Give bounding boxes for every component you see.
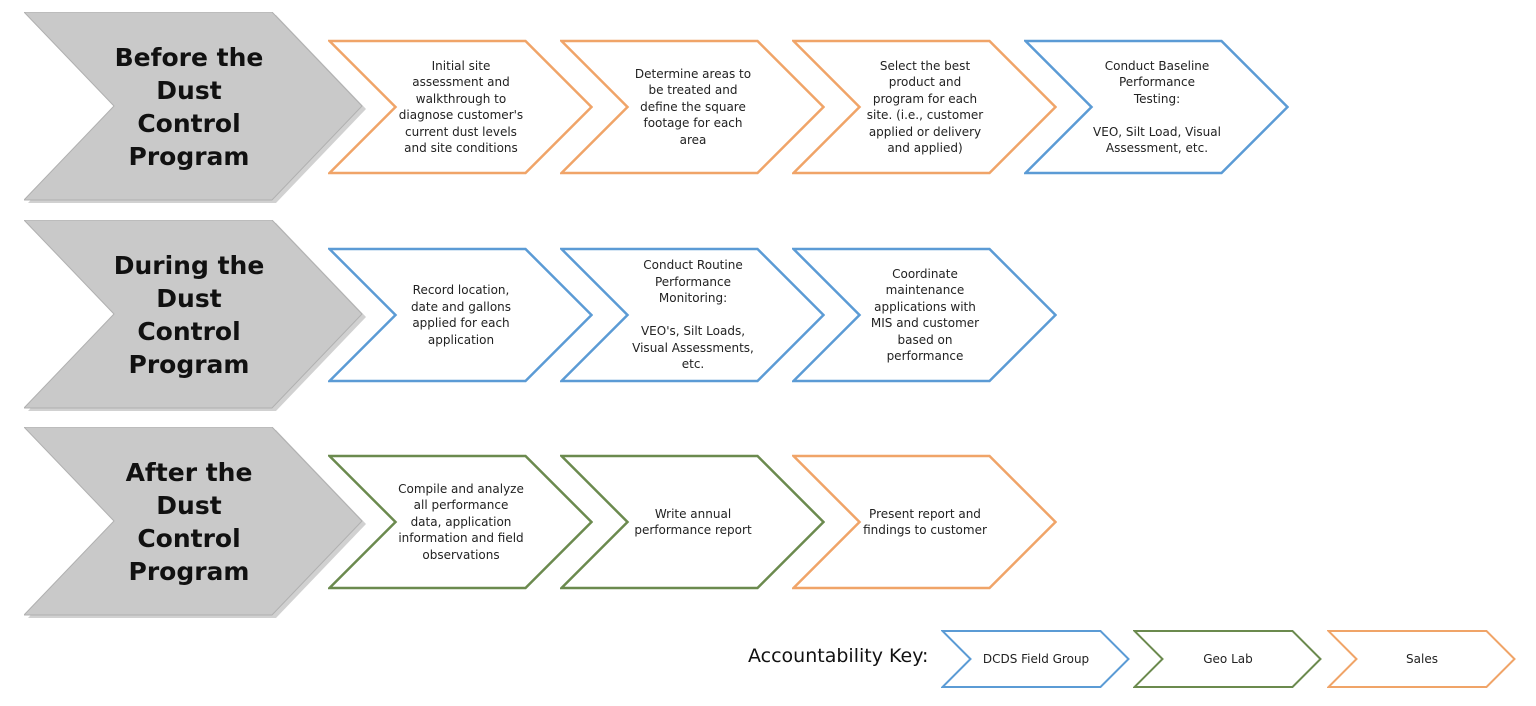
- phase-chevron-shape: [24, 220, 366, 411]
- key-chevron-shape: [1133, 630, 1322, 688]
- step-text: Present report and findings to customer: [863, 506, 987, 538]
- key-chevron-shape: [941, 630, 1130, 688]
- step-chevron-shape: [560, 454, 825, 590]
- phase-before-the: Before the Dust Control Program: [24, 12, 369, 203]
- step-text: Conduct Routine Performance Monitoring: …: [632, 258, 754, 372]
- phase-after-the: After the Dust Control Program: [24, 427, 369, 618]
- accountability-key-title: Accountability Key:: [748, 645, 929, 667]
- step-chevron-shape: [792, 39, 1057, 175]
- step-3-3: Present report and findings to customer: [792, 454, 1057, 590]
- step-chevron-shape: [1024, 39, 1289, 175]
- key-label: Sales: [1406, 652, 1438, 666]
- phase-during-the: During the Dust Control Program: [24, 220, 369, 411]
- step-text: Determine areas to be treated and define…: [634, 66, 752, 147]
- step-chevron-shape: [560, 39, 825, 175]
- step-1-4: Conduct Baseline Performance Testing: VE…: [1024, 39, 1289, 175]
- key-item-dcds-field-group: DCDS Field Group: [941, 629, 1131, 689]
- key-label: DCDS Field Group: [982, 652, 1090, 666]
- step-text: Conduct Baseline Performance Testing: VE…: [1093, 58, 1221, 156]
- step-text: Record location, date and gallons applie…: [410, 283, 512, 347]
- step-chevron-shape: [560, 247, 825, 383]
- key-chevron-shape: [1327, 630, 1516, 688]
- step-3-1: Compile and analyze all performance data…: [328, 454, 593, 590]
- step-3-2: Write annual performance report: [560, 454, 825, 590]
- step-text: Initial site assessment and walkthrough …: [398, 58, 524, 156]
- step-text: Write annual performance report: [634, 506, 752, 538]
- step-2-2: Conduct Routine Performance Monitoring: …: [560, 247, 825, 383]
- phase-label: Before the Dust Control Program: [114, 43, 264, 171]
- step-chevron-shape: [328, 454, 593, 590]
- step-text: Coordinate maintenance applications with…: [870, 266, 980, 364]
- step-2-3: Coordinate maintenance applications with…: [792, 247, 1057, 383]
- step-1-3: Select the best product and program for …: [792, 39, 1057, 175]
- phase-chevron-shape: [24, 12, 366, 203]
- step-chevron-shape: [328, 39, 593, 175]
- step-1-2: Determine areas to be treated and define…: [560, 39, 825, 175]
- step-chevron-shape: [328, 247, 593, 383]
- step-chevron-shape: [792, 247, 1057, 383]
- step-text: Compile and analyze all performance data…: [398, 481, 524, 562]
- step-2-1: Record location, date and gallons applie…: [328, 247, 593, 383]
- phase-label: During the Dust Control Program: [113, 251, 265, 379]
- phase-label: After the Dust Control Program: [125, 458, 253, 586]
- step-text: Select the best product and program for …: [866, 58, 984, 156]
- step-chevron-shape: [792, 454, 1057, 590]
- key-label: Geo Lab: [1203, 652, 1253, 666]
- phase-chevron-shape: [24, 427, 366, 618]
- step-1-1: Initial site assessment and walkthrough …: [328, 39, 593, 175]
- key-item-geo-lab: Geo Lab: [1133, 629, 1323, 689]
- key-item-sales: Sales: [1327, 629, 1517, 689]
